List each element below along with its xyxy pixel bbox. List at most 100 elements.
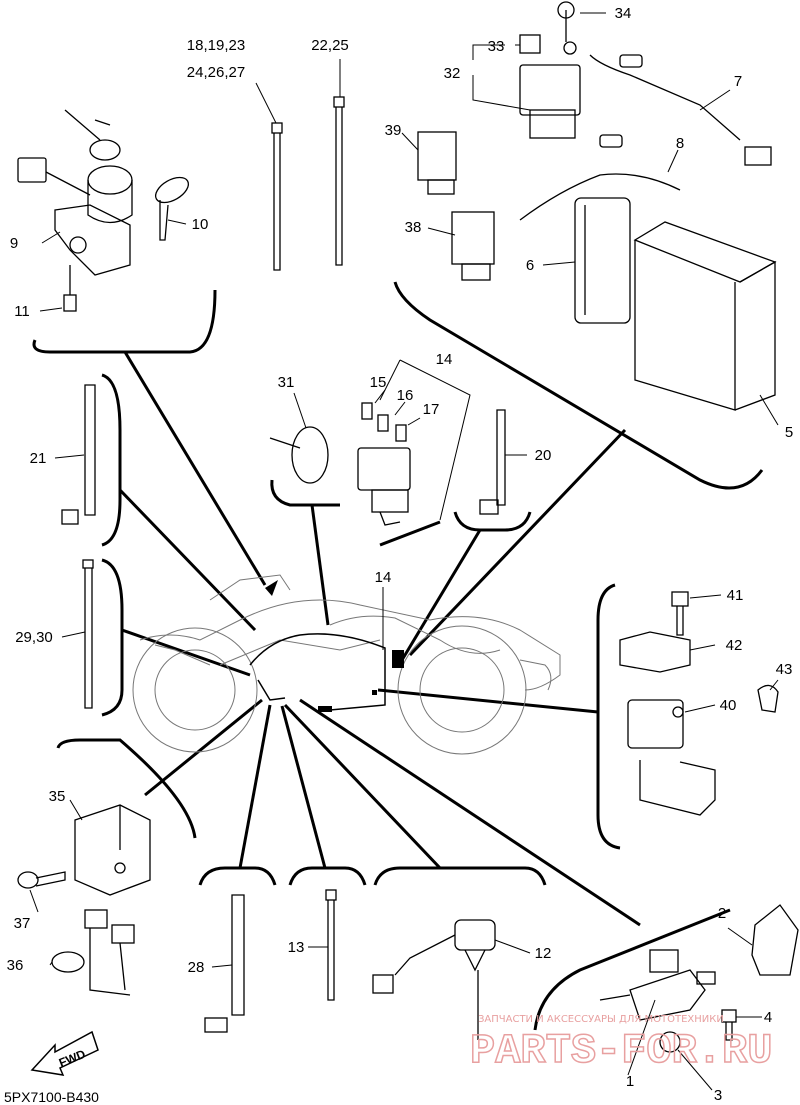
- bracket-35: [56, 738, 197, 839]
- bolt-41-icon: [671, 591, 689, 636]
- relay-38-icon: [451, 211, 495, 281]
- callout-20: 20: [535, 447, 552, 464]
- callout-29-30: 29,30: [15, 629, 53, 646]
- watermark-tagline: ЗАПЧАСТИ И АКСЕССУАРЫ ДЛЯ МОТОТЕХНИКИ: [478, 1014, 724, 1025]
- callout-18-19-23: 18,19,23: [187, 37, 245, 54]
- screw-4-icon: [721, 1009, 737, 1041]
- callout-15: 15: [370, 374, 387, 391]
- bracket-21: [101, 373, 122, 547]
- bolt-37-icon: [17, 871, 66, 889]
- callout-33: 33: [488, 38, 505, 55]
- callout-14-harness: 14: [375, 569, 392, 586]
- bracket-31: [270, 479, 340, 507]
- cable-tie-20-icon: [479, 409, 506, 515]
- callout-2: 2: [718, 905, 726, 922]
- callout-28: 28: [188, 959, 205, 976]
- group-brackets: [32, 281, 764, 1031]
- callout-14-fuse-box: 14: [436, 351, 453, 368]
- key-icon: [154, 176, 190, 241]
- bracket-40: [596, 583, 621, 850]
- callout-5: 5: [785, 424, 793, 441]
- lead-wire-8-icon: [519, 134, 681, 221]
- callout-36: 36: [7, 957, 24, 974]
- callout-22-25: 22,25: [311, 37, 349, 54]
- sidestand-switch-icon: [599, 949, 706, 1053]
- callout-38: 38: [405, 219, 422, 236]
- callout-3: 3: [714, 1087, 722, 1104]
- flasher-relay-icon: [627, 699, 716, 816]
- callout-37: 37: [14, 915, 31, 932]
- callout-35: 35: [49, 788, 66, 805]
- relay-39-icon: [417, 131, 457, 195]
- callout-7: 7: [734, 73, 742, 90]
- cover-2-icon: [751, 904, 799, 976]
- diagram-code: 5PX7100-B430: [4, 1089, 99, 1105]
- callout-9: 9: [10, 235, 18, 252]
- callout-39: 39: [385, 122, 402, 139]
- callout-13: 13: [288, 939, 305, 956]
- callout-40: 40: [720, 697, 737, 714]
- callout-4: 4: [764, 1009, 772, 1026]
- bracket-42-icon: [619, 631, 691, 673]
- callout-6: 6: [526, 257, 534, 274]
- clamp-31-icon: [269, 426, 329, 484]
- clamp-36-icon: [51, 951, 85, 973]
- group-leaders: [118, 351, 641, 927]
- regulator-wires-icon: [84, 909, 135, 996]
- harness-relay-marker: [392, 650, 404, 668]
- watermark: ЗАПЧАСТИ И АКСЕССУАРЫ ДЛЯ МОТОТЕХНИКИ PA…: [469, 1014, 773, 1076]
- cable-tie-22-icon: [333, 96, 345, 266]
- fuses-icon: [361, 402, 407, 442]
- parts: [17, 1, 799, 1053]
- callout-17: 17: [423, 401, 440, 418]
- harness-tab-marker: [372, 690, 377, 695]
- callout-34: 34: [615, 5, 632, 22]
- callout-32: 32: [444, 65, 461, 82]
- cable-tie-21-icon: [61, 384, 96, 525]
- ignition-switch-icon: [17, 109, 133, 276]
- callout-10: 10: [192, 216, 209, 233]
- cable-tie-13-icon: [325, 889, 337, 1001]
- bracket-ignition: [32, 289, 217, 354]
- callout-41: 41: [727, 587, 744, 604]
- cable-tie-18-icon: [271, 122, 283, 271]
- bracket-29: [101, 558, 124, 717]
- bracket-1-4: [533, 908, 731, 1031]
- callout-16: 16: [397, 387, 414, 404]
- wire-harness: [249, 633, 386, 711]
- callout-1: 1: [626, 1073, 634, 1090]
- battery-icon: [633, 221, 777, 411]
- bracket-battery: [393, 281, 764, 490]
- motorcycle-outline: [132, 574, 561, 755]
- bracket-13: [288, 866, 367, 886]
- callout-24-26-27: 24,26,27: [187, 64, 245, 81]
- callout-42: 42: [726, 637, 743, 654]
- callout-31: 31: [278, 374, 295, 391]
- band-28-icon: [204, 894, 245, 1033]
- screw-1-icon: [696, 971, 716, 985]
- clamp-43-icon: [757, 684, 779, 713]
- bracket-28: [198, 866, 277, 886]
- callouts: 1 2 3 4 5 6 7 8 9 10 11 12 13 14 14 15 1…: [7, 5, 794, 1104]
- fuse-box-icon: [357, 447, 411, 526]
- callout-21: 21: [30, 450, 47, 467]
- bracket-fuse: [379, 520, 441, 547]
- callout-43: 43: [776, 661, 793, 678]
- bracket-12: [373, 866, 547, 886]
- callout-leaders: [29, 12, 779, 1091]
- cable-tie-29-icon: [82, 559, 94, 709]
- lead-wire-7-icon: [589, 54, 772, 166]
- callout-12: 12: [535, 945, 552, 962]
- rectifier-regulator-icon: [74, 804, 151, 896]
- screw-11-icon: [63, 265, 77, 312]
- fwd-arrow-icon: FWD: [30, 1030, 99, 1076]
- callout-11: 11: [14, 303, 30, 320]
- watermark-logo: PARTS-FOR.RU: [470, 1027, 772, 1075]
- harness-connector-marker: [318, 706, 332, 712]
- callout-8: 8: [676, 135, 684, 152]
- harness-clip-marker: [265, 580, 278, 596]
- battery-cover-icon: [574, 197, 631, 324]
- neutral-switch-icon: [372, 919, 496, 1040]
